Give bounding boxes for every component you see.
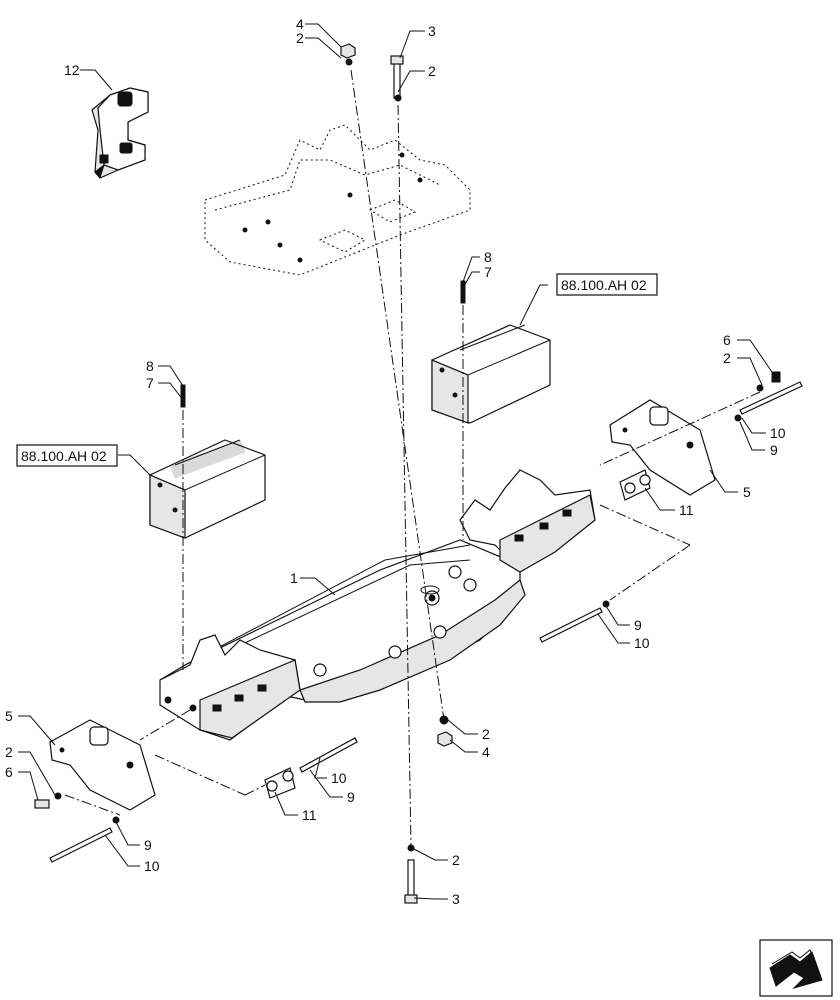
callout-9-left: 9: [144, 837, 152, 853]
callout-10-left: 10: [144, 858, 160, 874]
front-weight-12: [91, 87, 149, 180]
leader-lines: [18, 23, 773, 900]
callout-9-right: 9: [770, 442, 778, 458]
callout-4-under: 4: [482, 744, 490, 760]
callout-11-left: 11: [302, 807, 317, 823]
weight-box-left: [149, 439, 266, 539]
hardware: [34, 43, 803, 904]
reference-box-right[interactable]: 88.100.AH 02: [556, 273, 658, 296]
callout-5-right: 5: [743, 484, 751, 500]
callout-labels: 4 2 3 2 12 8 7 8 7 6 2 10 9 5 11 1 9 10 …: [5, 16, 786, 907]
side-plate-right-5: [609, 399, 716, 496]
callout-2-under: 2: [482, 726, 490, 742]
reference-box-left[interactable]: 88.100.AH 02: [16, 444, 118, 467]
callout-8-mid: 8: [484, 249, 492, 265]
callout-4-top: 4: [296, 16, 304, 32]
bracket-left-11: [264, 767, 296, 799]
callout-2-top-right: 2: [428, 63, 436, 79]
callout-2-top-left: 2: [296, 30, 304, 46]
assembly-lines: [64, 69, 761, 846]
callout-10-left-mid: 10: [331, 770, 347, 786]
callout-2-left: 2: [5, 744, 13, 760]
callout-10-right: 10: [770, 425, 786, 441]
callout-10-mid-right: 10: [634, 635, 650, 651]
callout-6-left: 6: [5, 764, 13, 780]
callout-5-left: 5: [5, 708, 13, 724]
side-plate-left-5: [49, 719, 156, 811]
next-page-arrow-icon[interactable]: [759, 939, 833, 997]
callout-12: 12: [64, 62, 80, 78]
callout-1: 1: [290, 570, 298, 586]
callout-11-right: 11: [679, 502, 694, 518]
weight-box-right: [431, 324, 551, 424]
callout-2-right: 2: [723, 350, 731, 366]
callout-6-right: 6: [723, 332, 731, 348]
callout-7-mid: 7: [484, 264, 492, 280]
bracket-right-11: [619, 469, 651, 501]
callout-3-top: 3: [428, 23, 436, 39]
callout-8-left: 8: [146, 358, 154, 374]
callout-9-left-mid: 9: [347, 789, 355, 805]
callout-2-bottom: 2: [452, 852, 460, 868]
callout-3-bottom: 3: [452, 891, 460, 907]
callout-9-mid-right: 9: [634, 617, 642, 633]
front-support-1: [159, 469, 596, 741]
callout-7-left: 7: [146, 375, 154, 391]
reference-left-text[interactable]: 88.100.AH 02: [21, 448, 107, 464]
chassis-plate: [204, 124, 471, 276]
reference-right-text[interactable]: 88.100.AH 02: [561, 277, 647, 293]
